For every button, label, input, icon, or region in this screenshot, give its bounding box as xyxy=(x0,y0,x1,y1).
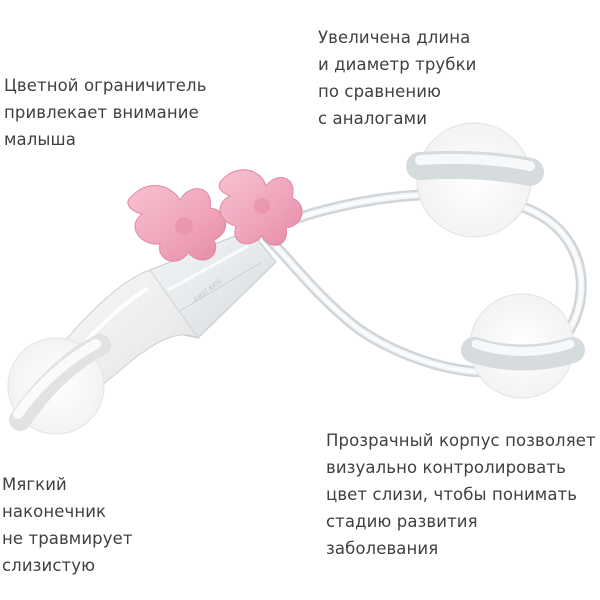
pink-limiter xyxy=(127,169,303,262)
caption-line: Цветной ограничитель xyxy=(4,76,207,95)
caption-line: стадию развития xyxy=(326,512,478,531)
caption-line: и диаметр трубки xyxy=(318,55,477,74)
caption-line: визуально контролировать xyxy=(326,458,566,477)
caption-tube: Увеличена длина и диаметр трубки по срав… xyxy=(318,24,476,132)
zoom-tube-circle-top xyxy=(406,122,544,238)
caption-line: по сравнению xyxy=(318,82,442,101)
caption-line: слизистую xyxy=(2,556,96,575)
caption-line: Мягкий xyxy=(2,475,67,494)
caption-line: малыша xyxy=(4,130,76,149)
caption-line: Прозрачный корпус позволяет xyxy=(326,431,596,450)
zoom-tube-circle-bottom xyxy=(461,293,585,399)
zoom-tip-circle xyxy=(7,334,111,435)
caption-line: заболевания xyxy=(326,539,439,558)
aspirator-body: FIRST KIDS xyxy=(149,229,277,339)
caption-tip: Мягкий наконечник не травмирует слизисту… xyxy=(2,471,133,579)
caption-line: наконечник xyxy=(2,502,107,521)
caption-line: не травмирует xyxy=(2,529,133,548)
caption-limiter: Цветной ограничитель привлекает внимание… xyxy=(4,72,207,153)
caption-line: цвет слизи, чтобы понимать xyxy=(326,485,578,504)
caption-line: привлекает внимание xyxy=(4,103,199,122)
caption-line: Увеличена длина xyxy=(318,28,471,47)
caption-line: с аналогами xyxy=(318,109,428,128)
caption-body: Прозрачный корпус позволяет визуально ко… xyxy=(326,427,596,562)
